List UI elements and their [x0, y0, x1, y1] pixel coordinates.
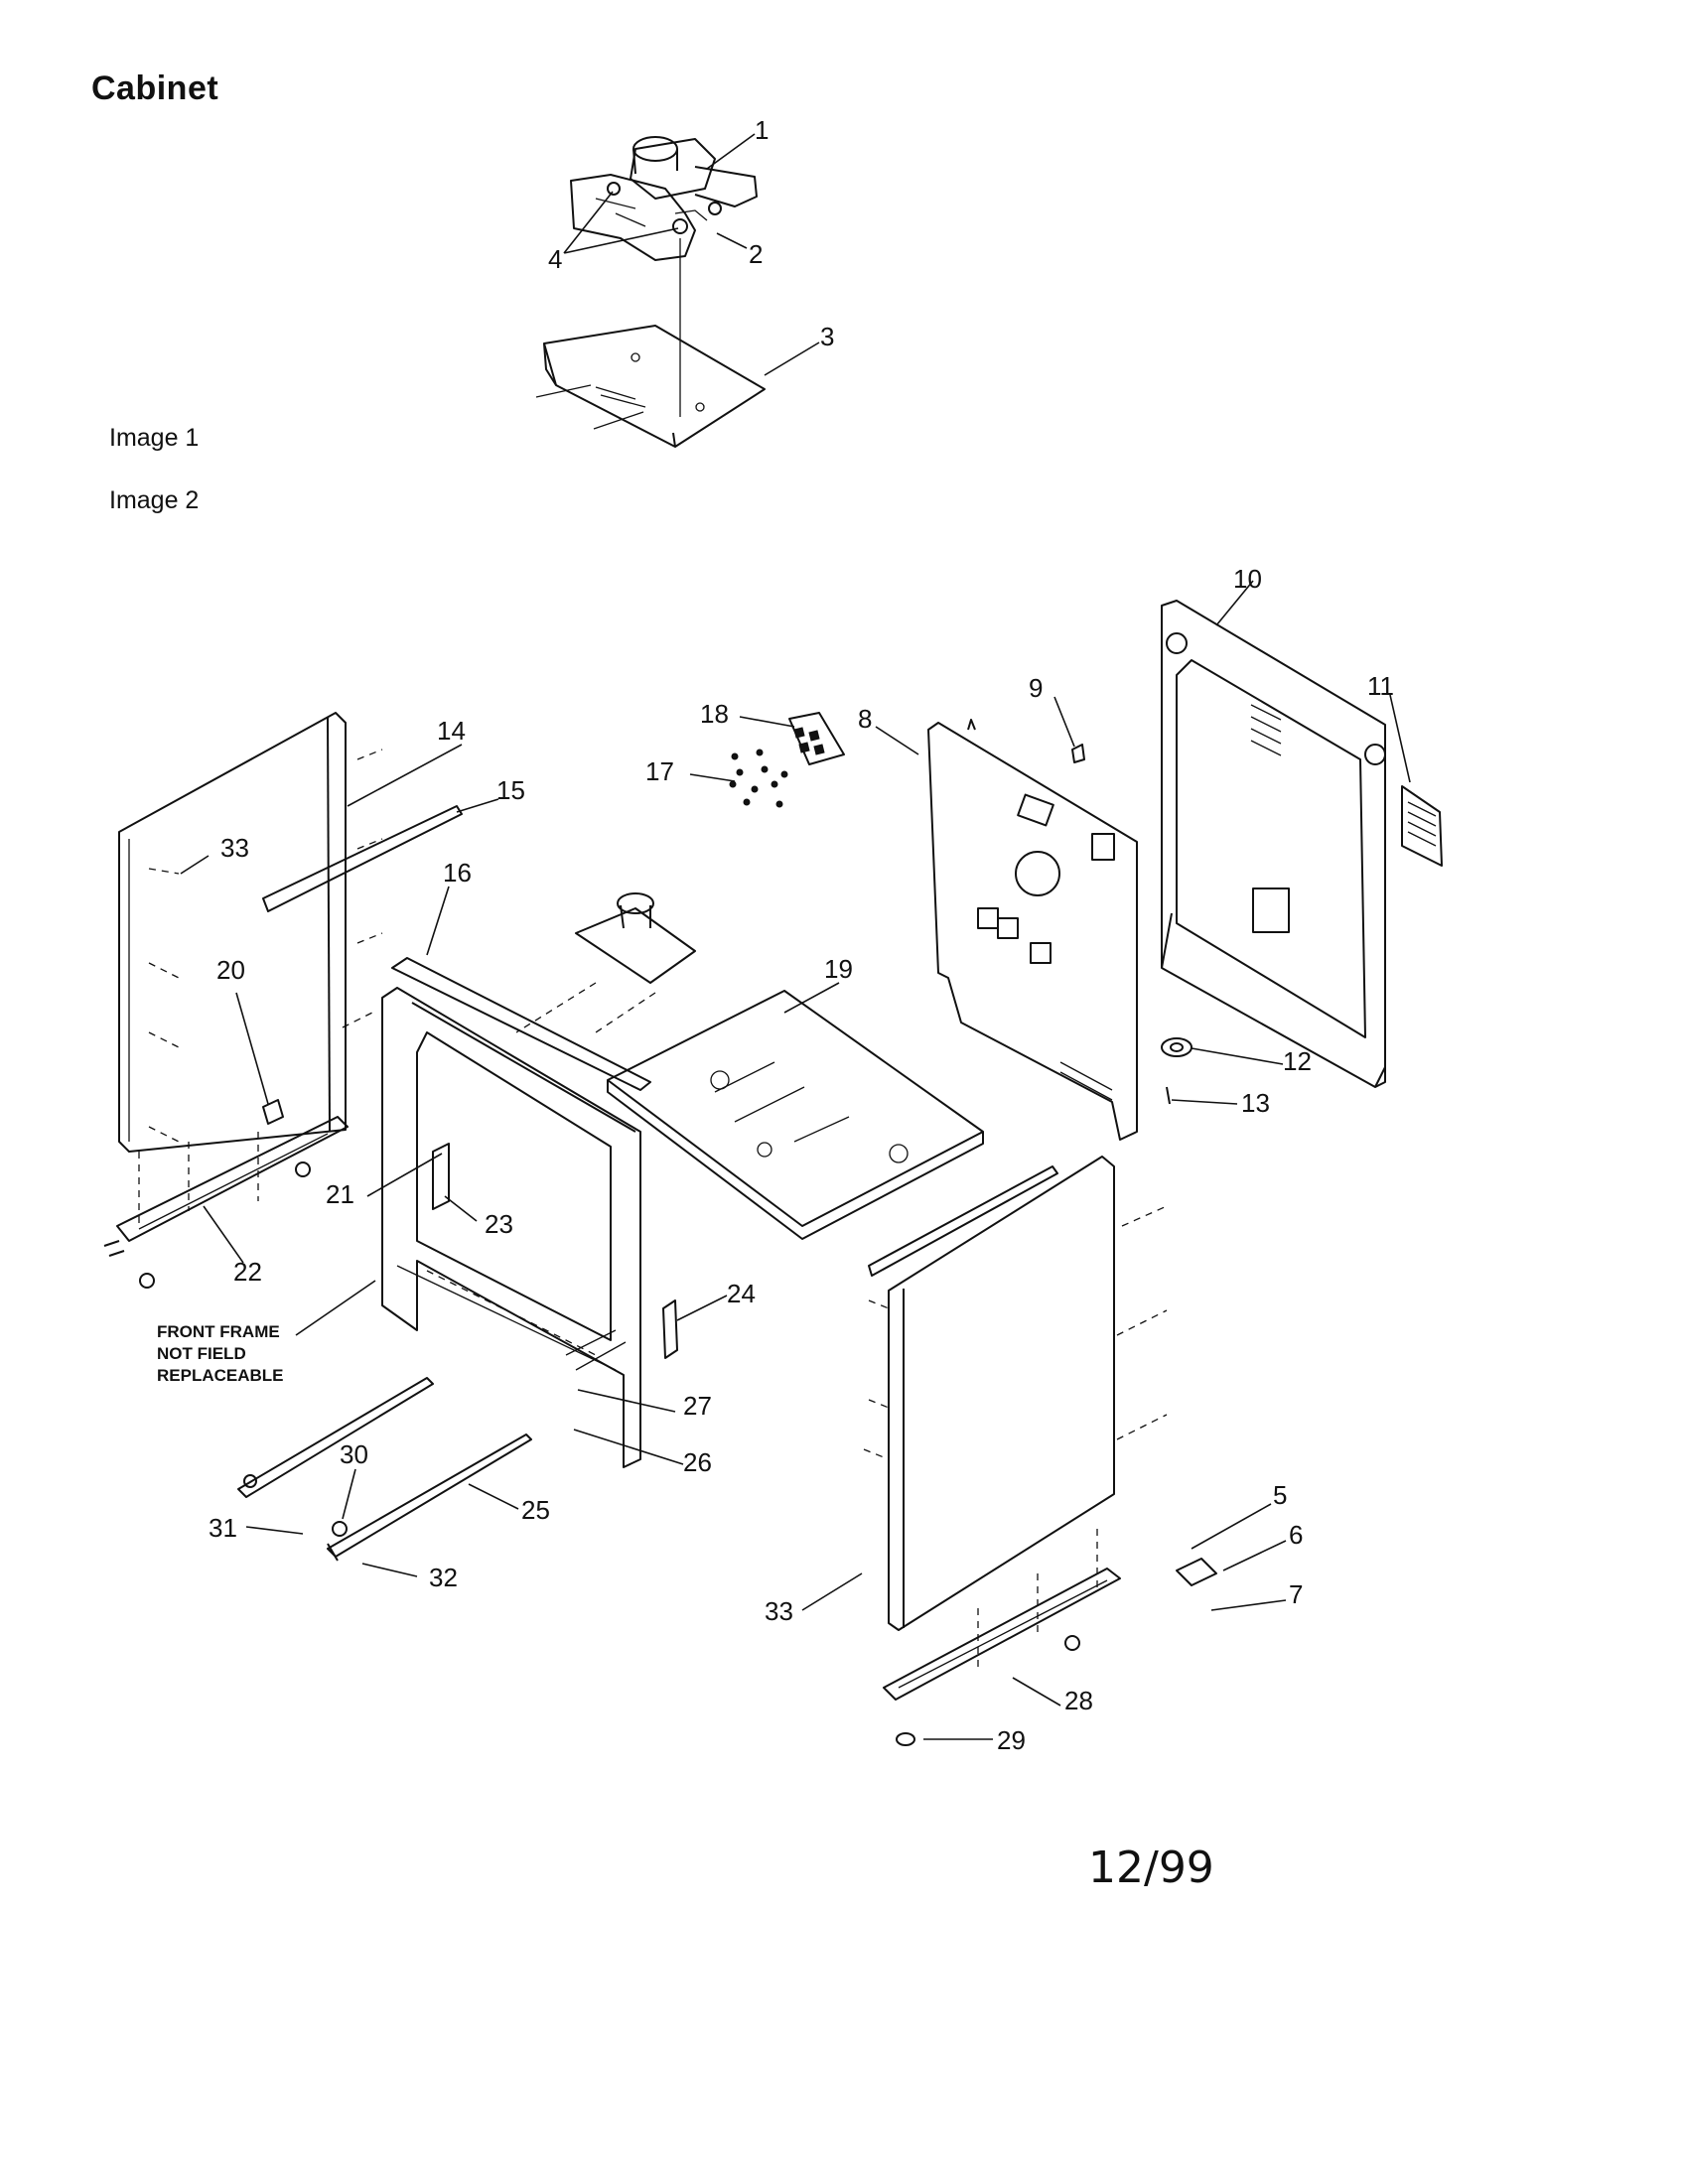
part-19-base	[607, 990, 984, 1240]
callout-28: 28	[1064, 1686, 1093, 1715]
leader-28	[1012, 1677, 1061, 1706]
front-frame-note-line-2: NOT FIELD	[157, 1344, 246, 1363]
leader-14	[347, 744, 463, 807]
part-3-plate	[535, 325, 766, 448]
callout-21: 21	[326, 1179, 354, 1209]
leader-15	[456, 798, 499, 813]
callout-9: 9	[1029, 673, 1043, 703]
callout-14: 14	[437, 716, 466, 746]
callout-2: 2	[749, 239, 763, 269]
leader-8	[875, 726, 919, 755]
leader-30	[342, 1468, 356, 1520]
part-6-bracket	[1176, 1558, 1217, 1586]
leader-17	[689, 773, 736, 782]
callout-29: 29	[997, 1725, 1026, 1755]
leader-4	[563, 191, 679, 254]
leader-5	[1191, 1503, 1272, 1550]
leader-6	[1222, 1540, 1287, 1571]
callout-33-right: 33	[765, 1596, 793, 1626]
leader-11	[1389, 694, 1411, 783]
image-1-label: Image 1	[109, 424, 200, 452]
part-1-valve	[630, 136, 758, 207]
part-17-screws	[729, 749, 788, 808]
callout-30: 30	[340, 1439, 368, 1469]
callout-18: 18	[700, 699, 729, 729]
date-stamp: 12/99	[1088, 1843, 1214, 1893]
leader-10	[1215, 580, 1254, 626]
leader-26	[573, 1429, 684, 1465]
leader-16	[426, 886, 450, 956]
callout-33-left: 33	[220, 833, 249, 863]
callout-31: 31	[209, 1513, 237, 1543]
part-11-vent	[1401, 785, 1443, 867]
front-frame-note-line-3: REPLACEABLE	[157, 1366, 284, 1385]
part-12-13-grommets	[1161, 1037, 1193, 1105]
callout-15: 15	[496, 775, 525, 805]
leader-13	[1171, 1099, 1238, 1105]
callout-27: 27	[683, 1391, 712, 1421]
callout-22: 22	[233, 1257, 262, 1287]
leader-31	[245, 1526, 304, 1535]
leader-25	[468, 1483, 519, 1510]
leader-19	[783, 982, 840, 1014]
part-2-bracket	[570, 174, 722, 261]
callout-17: 17	[645, 756, 674, 786]
callout-10: 10	[1233, 564, 1262, 594]
leader-22	[203, 1205, 244, 1264]
image-1-assembly: 1 2 3 4	[535, 115, 834, 448]
leader-2	[716, 232, 748, 249]
leader-7	[1210, 1599, 1287, 1611]
front-frame-note-line-1: FRONT FRAME	[157, 1322, 280, 1341]
part-18-connector	[788, 712, 845, 765]
leader-18	[739, 716, 795, 728]
callout-3: 3	[820, 322, 834, 351]
callout-25: 25	[521, 1495, 550, 1525]
callout-5: 5	[1273, 1480, 1287, 1510]
callout-16: 16	[443, 858, 472, 887]
callout-19: 19	[824, 954, 853, 984]
callout-4: 4	[548, 244, 562, 274]
front-frame-note: FRONT FRAME NOT FIELD REPLACEABLE	[157, 1280, 376, 1385]
left-side-panel	[118, 712, 383, 1226]
callout-26: 26	[683, 1447, 712, 1477]
leader-24	[676, 1295, 728, 1321]
callout-12: 12	[1283, 1046, 1312, 1076]
callout-1: 1	[755, 115, 769, 145]
callout-32: 32	[429, 1563, 458, 1592]
part-8-rear-panel	[927, 719, 1138, 1141]
leader-23	[444, 1195, 478, 1222]
leader-32	[361, 1563, 418, 1577]
right-side-panel	[863, 1156, 1168, 1668]
image-2-label: Image 2	[109, 486, 200, 514]
part-20-clip	[262, 1099, 284, 1125]
leader-27	[577, 1389, 676, 1413]
leader-12	[1191, 1047, 1284, 1065]
leader-33-right	[801, 1572, 863, 1611]
control-switch-assembly	[515, 892, 696, 1033]
leader-33-left	[180, 855, 210, 875]
part-10-back-cover	[1161, 600, 1386, 1088]
page-title: Cabinet	[91, 69, 219, 107]
part-28-rail	[883, 1568, 1121, 1746]
callout-23: 23	[485, 1209, 513, 1239]
front-frame	[381, 957, 678, 1468]
callout-8: 8	[858, 704, 872, 734]
leader-20	[235, 992, 269, 1105]
leader-21	[366, 1153, 443, 1197]
leader-1	[706, 133, 756, 170]
callout-7: 7	[1289, 1579, 1303, 1609]
part-9-clip	[1071, 744, 1085, 763]
part-25-rails	[237, 1377, 532, 1562]
part-22-rail	[103, 1116, 349, 1289]
callout-6: 6	[1289, 1520, 1303, 1550]
part-15-strip	[262, 805, 463, 912]
callout-20: 20	[216, 955, 245, 985]
leader-3	[764, 341, 820, 376]
callout-11: 11	[1367, 671, 1394, 701]
callout-13: 13	[1241, 1088, 1270, 1118]
callout-24: 24	[727, 1279, 756, 1308]
leader-9	[1053, 696, 1075, 748]
